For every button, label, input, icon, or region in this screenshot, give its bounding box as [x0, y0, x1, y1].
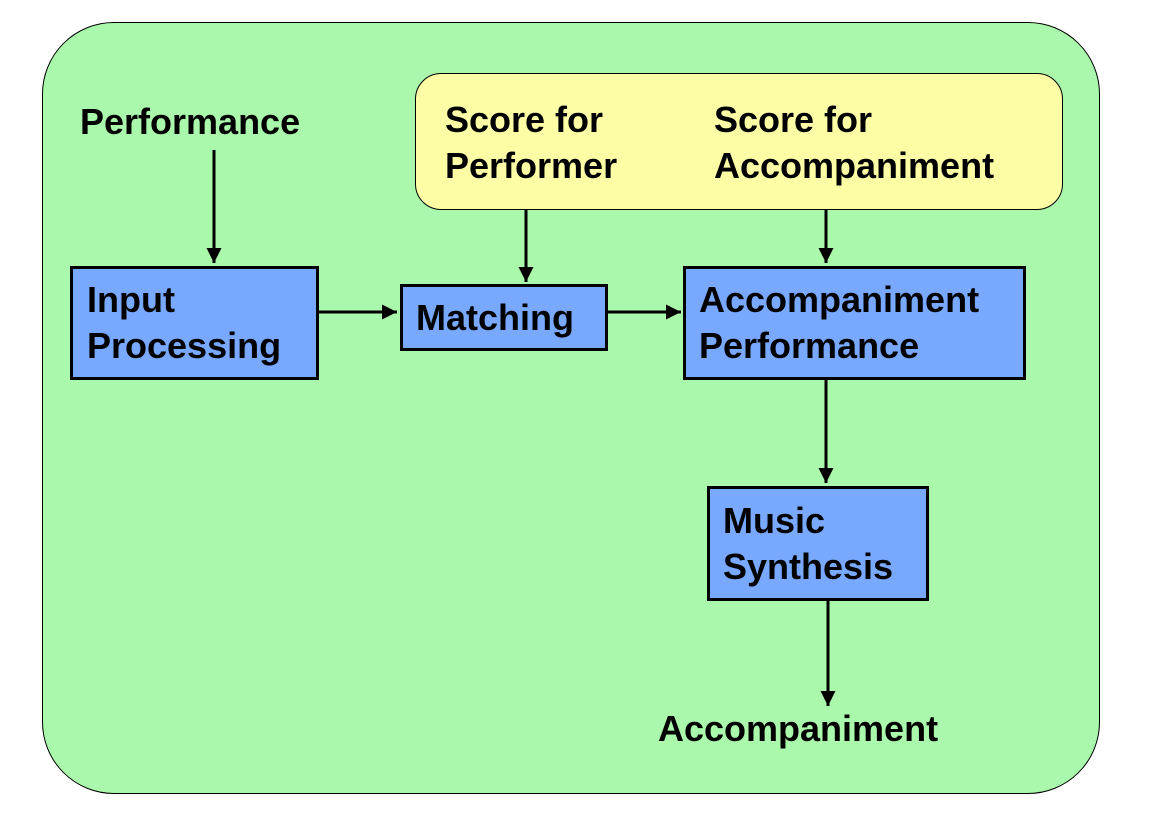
score-container [415, 73, 1063, 210]
music-synthesis-box [707, 486, 929, 601]
music-synthesis-label: Music Synthesis [723, 500, 894, 587]
score-for-accompaniment-label: Score for Accompaniment [714, 99, 995, 186]
accompaniment-performance-label: Accompaniment Performance [699, 279, 980, 366]
score-for-performer-label: Score for Performer [445, 99, 618, 186]
matching-box [400, 284, 608, 351]
input-processing-box [70, 266, 319, 380]
accompaniment-output-label: Accompaniment [658, 708, 939, 749]
input-processing-label: Input Processing [87, 279, 282, 366]
performance-input-label: Performance [80, 101, 301, 142]
accompaniment-performance-box [683, 266, 1026, 380]
matching-label: Matching [416, 297, 574, 338]
